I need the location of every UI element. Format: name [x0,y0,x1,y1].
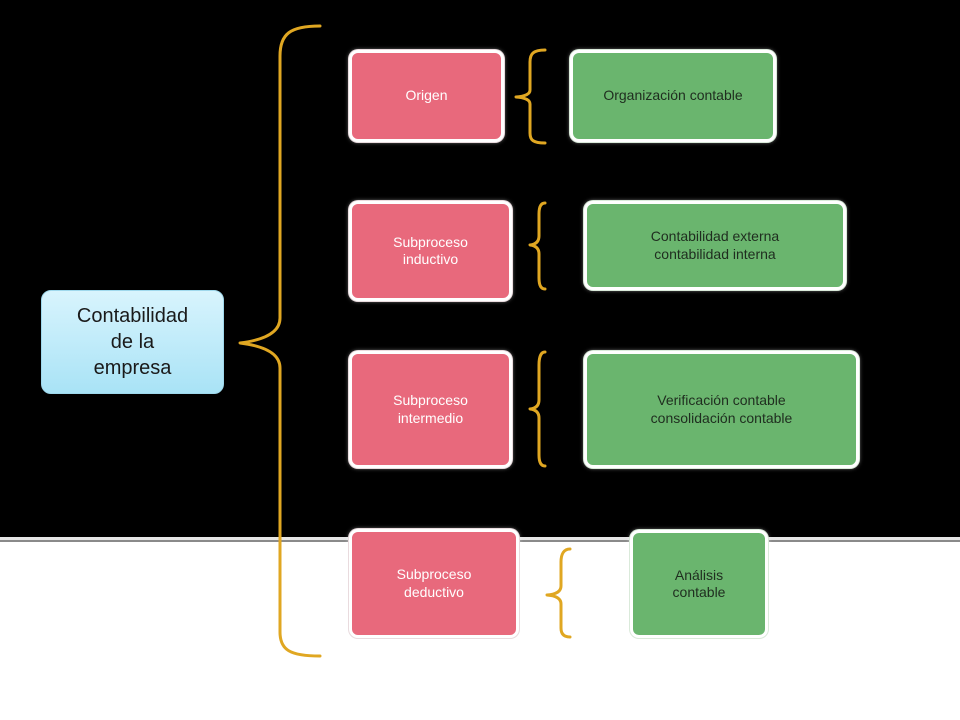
result-node-label: Contabilidad externa contabilidad intern… [650,228,780,262]
result-node-organizacion: Organización contable [570,50,776,142]
stage-node-intermedio: Subproceso intermedio [349,351,512,468]
result-node-label: Verificación contable consolidación cont… [650,392,793,426]
result-node-contabilidad: Contabilidad externa contabilidad intern… [584,201,846,290]
root-node-label: Contabilidad de la empresa [76,305,189,379]
stage-node-inductivo: Subproceso inductivo [349,201,512,301]
row-bracket-2 [528,201,547,291]
stage-node-origen: Origen [349,50,504,142]
stage-node-label: Subproceso inductivo [393,233,468,268]
stage-node-label: Subproceso intermedio [393,392,468,426]
main-bracket [238,24,322,658]
row-bracket-1 [514,48,547,145]
root-node: Contabilidad de la empresa [41,290,224,394]
row-bracket-3 [528,350,547,468]
stage-node-label: Subproceso deductivo [396,566,472,600]
row-bracket-4 [545,547,572,639]
result-node-label: Organización contable [603,87,743,104]
stage-node-deductivo: Subproceso deductivo [349,529,519,638]
result-node-label: Análisis contable [672,566,726,601]
stage-node-label: Origen [405,87,448,104]
result-node-verificacion: Verificación contable consolidación cont… [584,351,859,468]
result-node-analisis: Análisis contable [630,530,768,638]
